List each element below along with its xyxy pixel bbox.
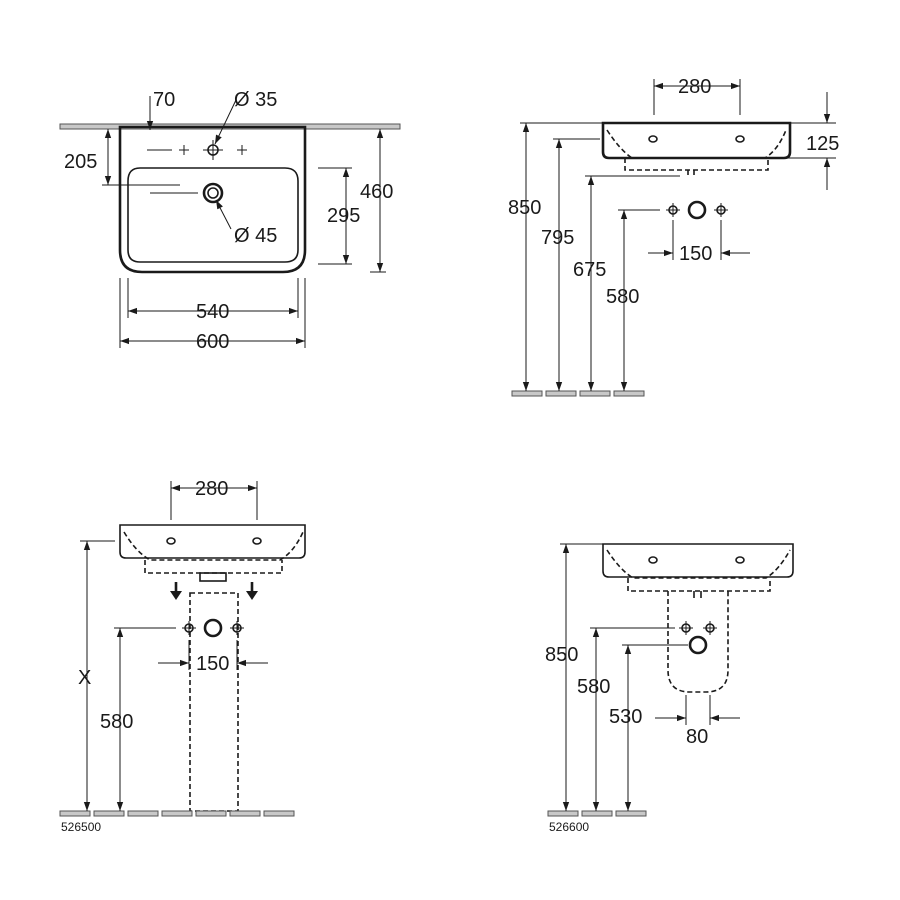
side-dim-850-label: 850 <box>508 197 541 219</box>
top-view: 70 Ø 35 205 Ø 45 295 460 540 600 <box>59 89 401 353</box>
basin-outline <box>118 125 307 274</box>
pedestal-dim-x-label: X <box>78 667 91 689</box>
side-basin-outline <box>601 121 792 160</box>
dim-295-label: 295 <box>327 205 360 227</box>
pedestal-basin-outline <box>119 524 306 559</box>
side-dim-580-label: 580 <box>606 286 639 308</box>
semipedestal-article-code: 526600 <box>549 820 589 834</box>
dim-205-label: 205 <box>64 151 97 173</box>
pedestal-floor <box>59 810 295 817</box>
side-connection-holes <box>666 200 728 220</box>
pedestal-view: 280 X 580 150 526500 <box>59 478 306 834</box>
semipedestal-dim-580-label: 580 <box>577 676 610 698</box>
pedestal-article-code: 526500 <box>61 820 101 834</box>
semipedestal-view: 850 580 530 80 526600 <box>545 543 794 834</box>
dim-35-label: Ø 35 <box>234 89 277 111</box>
side-dim-280-label: 280 <box>678 76 711 98</box>
side-dim-675-label: 675 <box>573 259 606 281</box>
semipedestal-dim-530-label: 530 <box>609 706 642 728</box>
side-dim-150-label: 150 <box>679 243 712 265</box>
semipedestal-connection-holes <box>679 621 717 655</box>
pedestal-dim-280-label: 280 <box>195 478 228 500</box>
drain-hole <box>202 182 224 204</box>
pedestal-dim-150-label: 150 <box>196 653 229 675</box>
semipedestal-shroud <box>667 591 729 693</box>
semipedestal-floor <box>547 810 647 817</box>
dim-45-label: Ø 45 <box>234 225 277 247</box>
side-view: 280 125 850 795 675 580 <box>508 76 839 397</box>
side-floor <box>511 390 645 397</box>
tap-holes <box>179 140 247 160</box>
dim-540-label: 540 <box>196 301 229 323</box>
pedestal-dim-580-label: 580 <box>100 711 133 733</box>
side-dim-795-label: 795 <box>541 227 574 249</box>
semipedestal-basin-outline <box>602 543 794 578</box>
dim-70-label: 70 <box>153 89 175 111</box>
pedestal-connection-holes <box>182 618 244 638</box>
dim-600-label: 600 <box>196 331 229 353</box>
pedestal-column <box>189 592 239 812</box>
semipedestal-dim-850-label: 850 <box>545 644 578 666</box>
basin-bowl <box>127 167 299 263</box>
dim-460-label: 460 <box>360 181 393 203</box>
side-dim-125-label: 125 <box>806 133 839 155</box>
semipedestal-dim-80-label: 80 <box>686 726 708 748</box>
